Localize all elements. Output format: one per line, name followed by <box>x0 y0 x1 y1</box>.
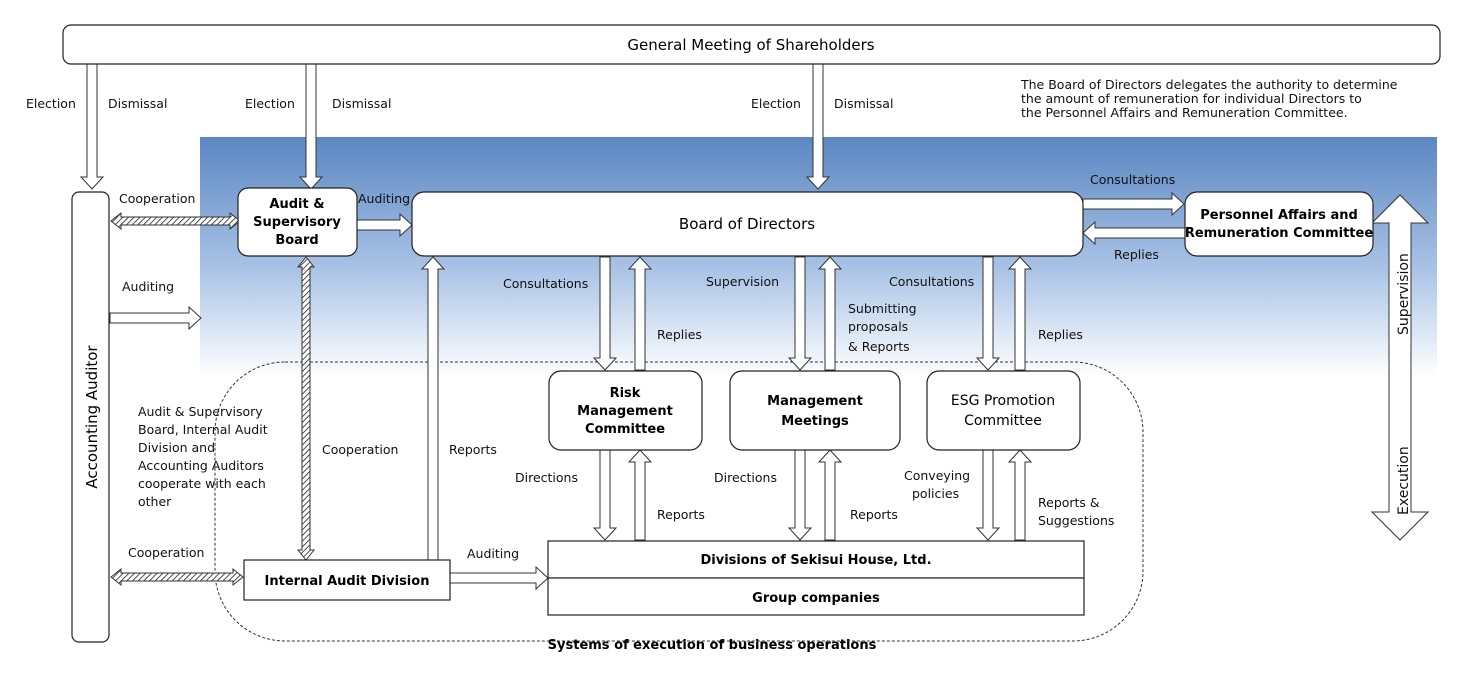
down-arrow <box>592 449 618 541</box>
submitting-label: Submitting <box>848 301 917 316</box>
up-arrow <box>627 449 653 541</box>
esg-committee-box[interactable]: ESG Promotion Committee <box>926 370 1081 451</box>
personnel-committee-box[interactable]: Personnel Affairs and Remuneration Commi… <box>1184 191 1374 257</box>
up-arrow <box>817 449 843 541</box>
divisions-box[interactable]: Divisions of Sekisui House, Ltd. <box>547 540 1085 579</box>
down-arrow <box>592 256 618 371</box>
group-label: Group companies <box>752 591 880 606</box>
divisions-label: Divisions of Sekisui House, Ltd. <box>700 553 931 568</box>
group-companies-box[interactable]: Group companies <box>547 577 1085 616</box>
reports-suggestions-label: Reports & <box>1038 495 1100 510</box>
supervision-label: Supervision <box>706 274 779 289</box>
cooperate-note: Division and <box>138 440 215 455</box>
replies-label: Replies <box>1114 247 1159 262</box>
execution-region <box>214 361 1144 642</box>
consultations-label: Consultations <box>1090 172 1175 187</box>
reports-arrow <box>420 256 446 561</box>
risk-committee-box[interactable]: Risk Management Committee <box>548 370 703 451</box>
reports-label: Reports <box>657 507 705 522</box>
auditing-label: Auditing <box>358 191 410 206</box>
dismissal-label: Dismissal <box>108 96 167 111</box>
supervision-axis-label: Supervision <box>1396 253 1412 335</box>
cooperate-note: Audit & Supervisory <box>138 404 263 419</box>
shareholders-label: General Meeting of Shareholders <box>627 36 874 54</box>
note-line: the amount of remuneration for individua… <box>1021 91 1362 106</box>
election-label: Election <box>245 96 295 111</box>
conveying-label: Conveying <box>904 468 970 483</box>
election-arrow <box>805 63 831 190</box>
dismissal-label: Dismissal <box>332 96 391 111</box>
consultations-label: Consultations <box>503 276 588 291</box>
election-label: Election <box>26 96 76 111</box>
auditing-arrow <box>109 305 202 331</box>
down-arrow <box>975 449 1001 541</box>
note-line: The Board of Directors delegates the aut… <box>1020 77 1398 92</box>
consultations-label: Consultations <box>889 274 974 289</box>
audit-board-label: Supervisory <box>253 215 341 230</box>
up-arrow <box>1007 449 1033 541</box>
audit-board-box[interactable]: Audit & Supervisory Board <box>237 187 358 257</box>
dismissal-label: Dismissal <box>834 96 893 111</box>
down-arrow <box>975 256 1001 371</box>
supervision-execution-arrow <box>1370 194 1430 541</box>
auditing-label: Auditing <box>122 279 174 294</box>
up-arrow <box>1007 256 1033 371</box>
consultations-arrow <box>1082 191 1185 217</box>
risk-label: Risk <box>610 386 641 401</box>
systems-label: Systems of execution of business operati… <box>548 638 877 653</box>
board-of-directors-label: Board of Directors <box>679 215 815 233</box>
risk-label: Management <box>577 404 673 419</box>
auditing-arrow <box>356 212 413 238</box>
reports-label: Reports <box>850 507 898 522</box>
cooperate-note: Accounting Auditors <box>138 458 264 473</box>
replies-label: Replies <box>657 327 702 342</box>
audit-board-label: Audit & <box>269 197 324 212</box>
risk-label: Committee <box>585 422 665 437</box>
replies-arrow <box>1082 220 1186 246</box>
cooperation-arrow <box>110 567 244 587</box>
management-label: Meetings <box>781 414 849 429</box>
reports-label: Reports <box>449 442 497 457</box>
replies-label: Replies <box>1038 327 1083 342</box>
esg-label: Committee <box>964 413 1042 429</box>
down-arrow <box>787 449 813 541</box>
directions-label: Directions <box>714 470 777 485</box>
up-arrow <box>817 256 843 371</box>
accounting-auditor-box[interactable]: Accounting Auditor <box>71 191 110 643</box>
submitting-label: & Reports <box>848 339 910 354</box>
reports-suggestions-label: Suggestions <box>1038 513 1114 528</box>
internal-audit-box[interactable]: Internal Audit Division <box>243 559 451 601</box>
election-arrow <box>79 63 105 190</box>
up-arrow <box>627 256 653 371</box>
directions-label: Directions <box>515 470 578 485</box>
internal-audit-label: Internal Audit Division <box>265 574 430 589</box>
labels: Election Dismissal Election Dismissal El… <box>26 96 1412 653</box>
cooperation-label: Cooperation <box>119 191 195 206</box>
management-meetings-box[interactable]: Management Meetings <box>729 370 901 451</box>
note-line: the Personnel Affairs and Remuneration C… <box>1021 105 1348 120</box>
election-label: Election <box>751 96 801 111</box>
audit-board-label: Board <box>275 233 318 248</box>
cooperation-label: Cooperation <box>128 545 204 560</box>
auditing-label: Auditing <box>467 546 519 561</box>
accounting-auditor-label: Accounting Auditor <box>83 345 101 489</box>
submitting-label: proposals <box>848 319 908 334</box>
cooperate-note: Board, Internal Audit <box>138 422 268 437</box>
arrows <box>79 63 1430 591</box>
cooperate-note: other <box>138 494 172 509</box>
auditing-arrow <box>449 565 549 591</box>
election-arrow <box>298 63 324 190</box>
shareholders-box[interactable]: General Meeting of Shareholders <box>62 24 1441 65</box>
execution-axis-label: Execution <box>1396 446 1412 515</box>
board-of-directors-box[interactable]: Board of Directors <box>411 191 1084 257</box>
down-arrow <box>787 256 813 371</box>
personnel-label: Remuneration Committee <box>1185 226 1374 241</box>
esg-label: ESG Promotion <box>951 393 1055 409</box>
cooperate-note: cooperate with each <box>138 476 266 491</box>
management-label: Management <box>767 394 863 409</box>
personnel-label: Personnel Affairs and <box>1200 208 1358 223</box>
cooperation-label: Cooperation <box>322 442 398 457</box>
conveying-label: policies <box>912 486 959 501</box>
